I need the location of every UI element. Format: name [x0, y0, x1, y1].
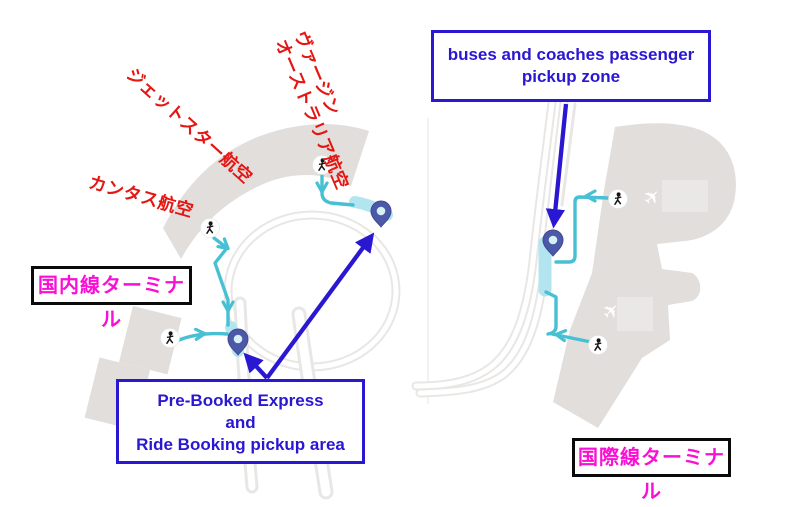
terminal-annex-block — [662, 180, 708, 212]
prebooked-pickup-annotation-box: Pre-Booked Express and Ride Booking pick… — [116, 379, 365, 464]
route-direction-arrow-icon — [194, 327, 207, 341]
domestic-terminal-label: 国内線ターミナル — [31, 266, 192, 331]
route-direction-arrow-icon — [315, 181, 329, 194]
international-roads — [411, 98, 577, 398]
international-terminal-building — [553, 123, 736, 428]
route-direction-arrow-icon — [584, 189, 597, 203]
arrow-to-prebooked-pickup — [243, 352, 269, 380]
pin-center-dot — [233, 334, 243, 344]
location-pins — [227, 200, 564, 356]
terminal-annex-block — [617, 297, 653, 331]
walking-person-icon — [587, 334, 609, 356]
route-direction-arrow-icon — [554, 329, 568, 343]
annotation-line: Ride Booking pickup area — [136, 435, 345, 454]
annotation-line: pickup zone — [521, 67, 621, 86]
buses-pickup-annotation-box: buses and coaches passenger pickup zone — [431, 30, 711, 102]
route-direction-arrow-icon — [221, 300, 235, 313]
arrow-to-bus-pickup — [545, 103, 569, 229]
annotation-line: buses and coaches passenger — [447, 45, 695, 64]
route-direction-arrow-icon — [216, 237, 230, 251]
annotation-line: Pre-Booked Express — [157, 391, 324, 410]
route-intl-north — [554, 195, 610, 264]
international-map-base: ✈ ✈ — [411, 98, 736, 428]
walking-person-icon — [159, 327, 181, 349]
walking-person-icon — [607, 188, 629, 210]
pin-center-dot — [548, 235, 558, 245]
annotation-line: and — [225, 413, 256, 432]
walking-routes — [177, 174, 610, 344]
annotation-arrows — [243, 103, 569, 380]
international-terminal-label: 国際線ターミナル — [572, 438, 731, 503]
pin-center-dot — [376, 206, 386, 216]
arrow-to-virgin-pickup — [265, 232, 375, 380]
route-intl-strip-link — [544, 290, 558, 336]
walking-person-icon — [199, 217, 221, 239]
